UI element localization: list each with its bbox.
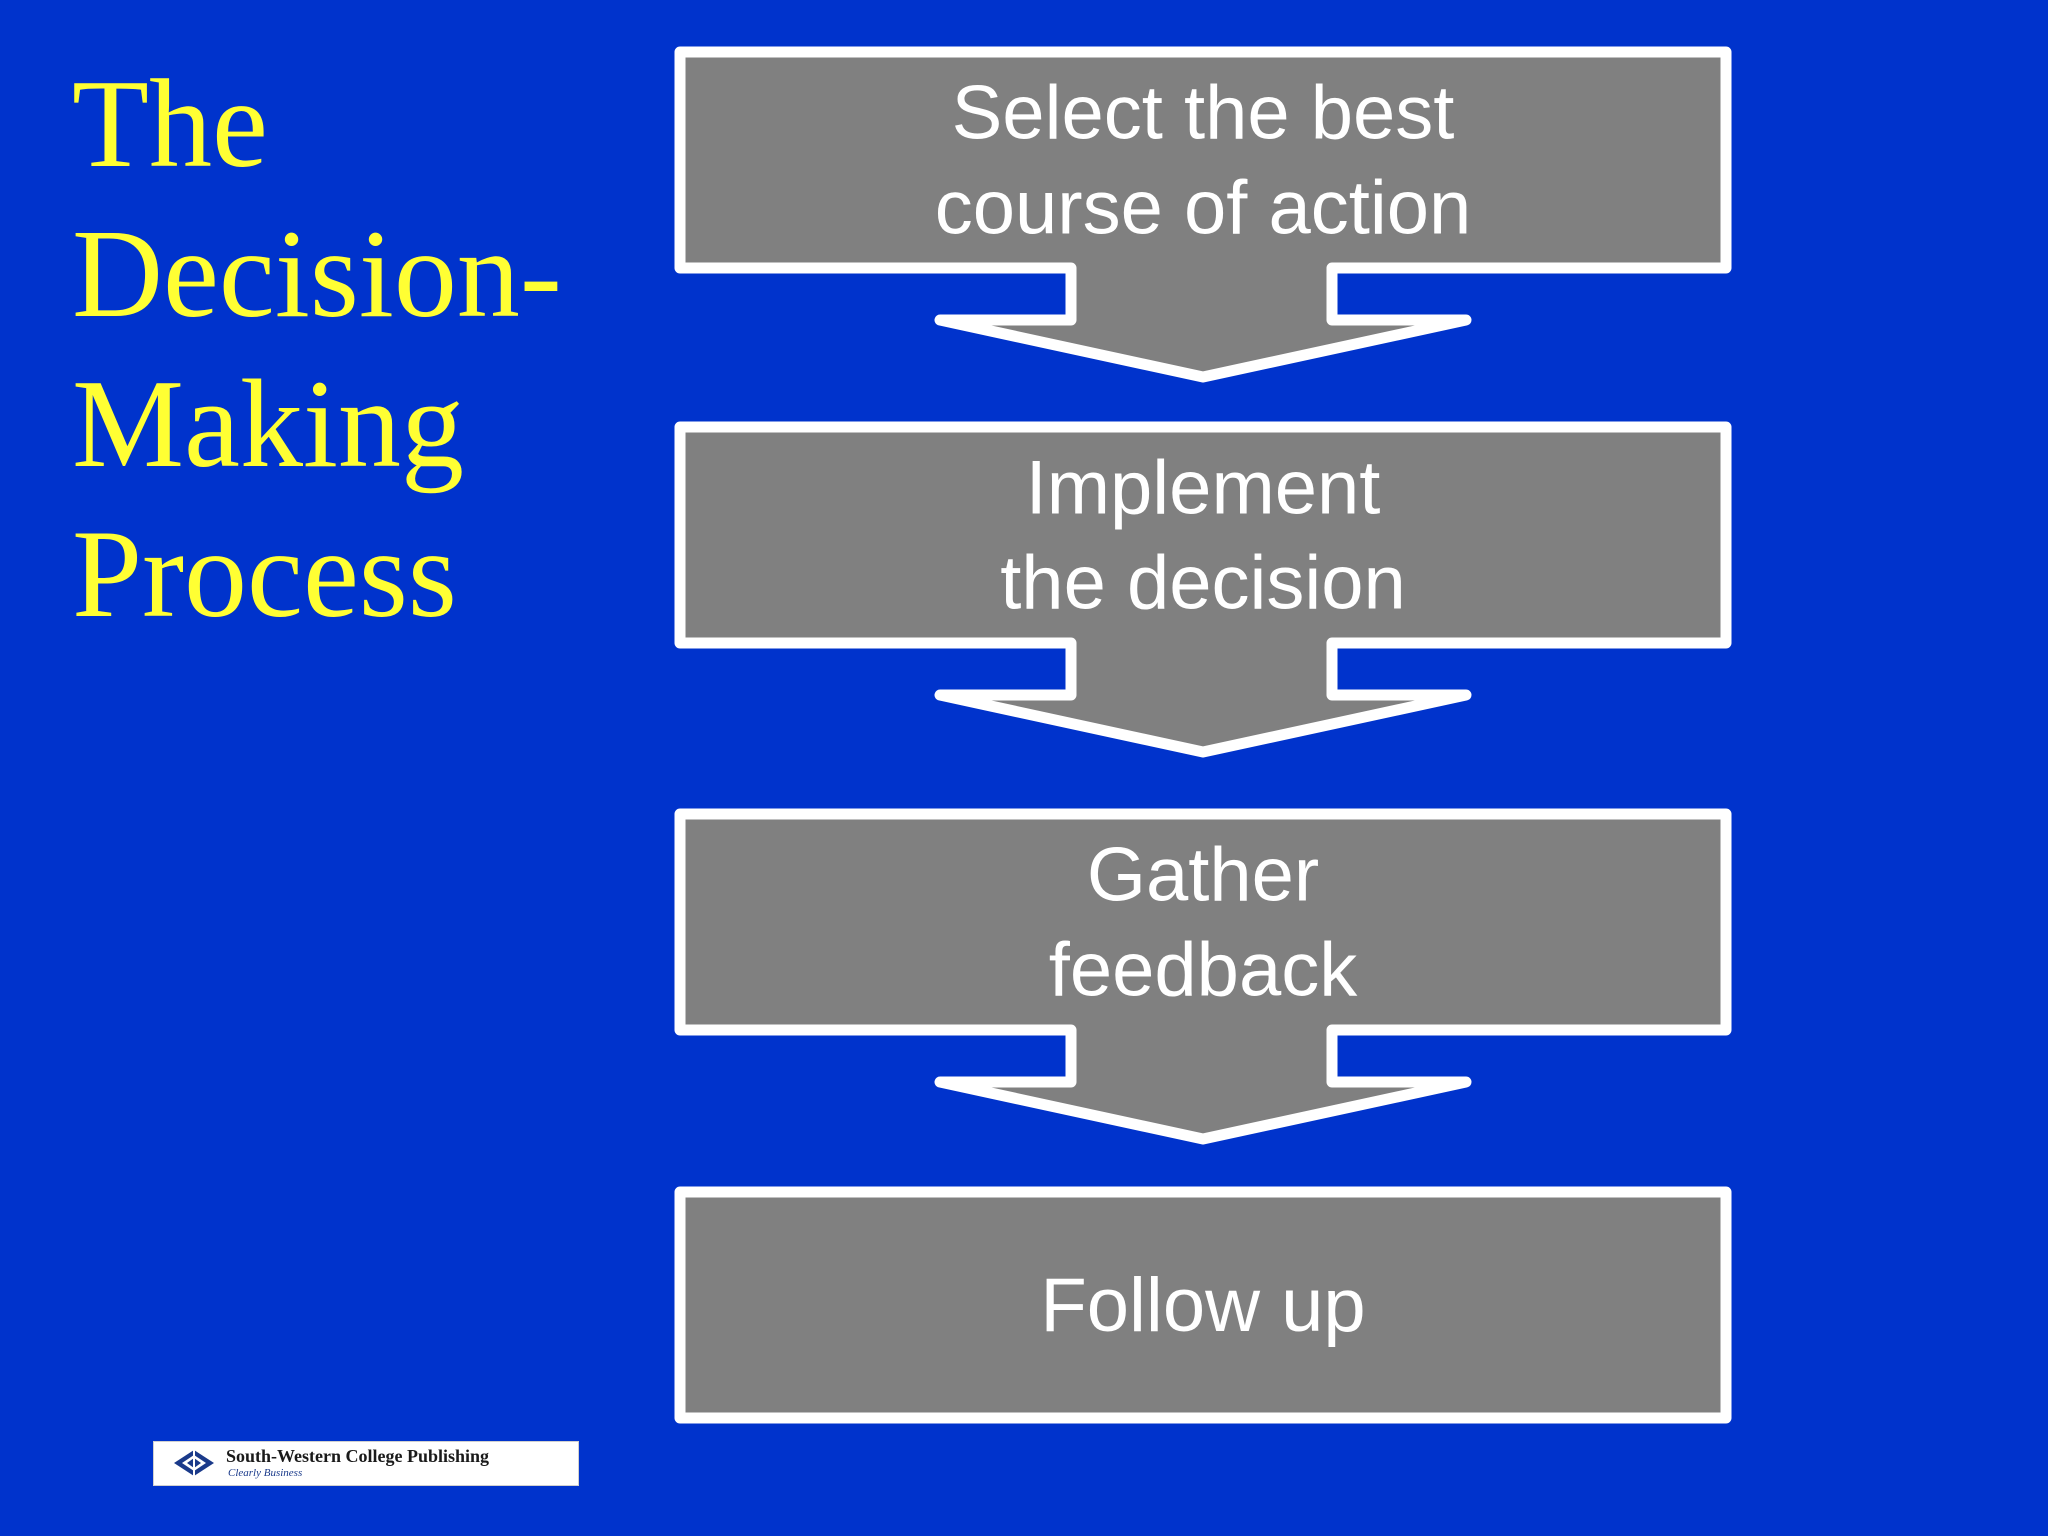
title-line: Process bbox=[72, 505, 457, 644]
publisher-logo: South-Western College Publishing Clearly… bbox=[153, 1441, 579, 1486]
step-label: feedback bbox=[1049, 928, 1358, 1013]
step-label: Follow up bbox=[1040, 1263, 1365, 1348]
step-label: Gather bbox=[1087, 833, 1319, 918]
step-box-with-arrow bbox=[674, 421, 1732, 758]
step-box bbox=[674, 1186, 1732, 1424]
publisher-name: South-Western College Publishing bbox=[226, 1446, 490, 1466]
title-line: Making bbox=[72, 355, 464, 494]
title-line: Decision- bbox=[72, 205, 562, 344]
step-label: Implement bbox=[1026, 446, 1381, 531]
process-step: Follow up bbox=[674, 1186, 1732, 1424]
publisher-tagline: Clearly Business bbox=[228, 1467, 303, 1479]
step-box-with-arrow bbox=[674, 46, 1732, 383]
process-step: Gather feedback bbox=[674, 808, 1732, 1145]
step-label: course of action bbox=[935, 166, 1472, 251]
step-box-with-arrow bbox=[674, 808, 1732, 1145]
title-line: The bbox=[72, 55, 268, 194]
step-label: Select the best bbox=[952, 71, 1455, 156]
step-label: the decision bbox=[1000, 541, 1406, 626]
process-step: Select the best course of action bbox=[674, 46, 1732, 383]
slide-title: The Decision- Making Process bbox=[72, 50, 632, 650]
publisher-emblem-icon bbox=[174, 1450, 214, 1476]
process-step: Implement the decision bbox=[674, 421, 1732, 758]
